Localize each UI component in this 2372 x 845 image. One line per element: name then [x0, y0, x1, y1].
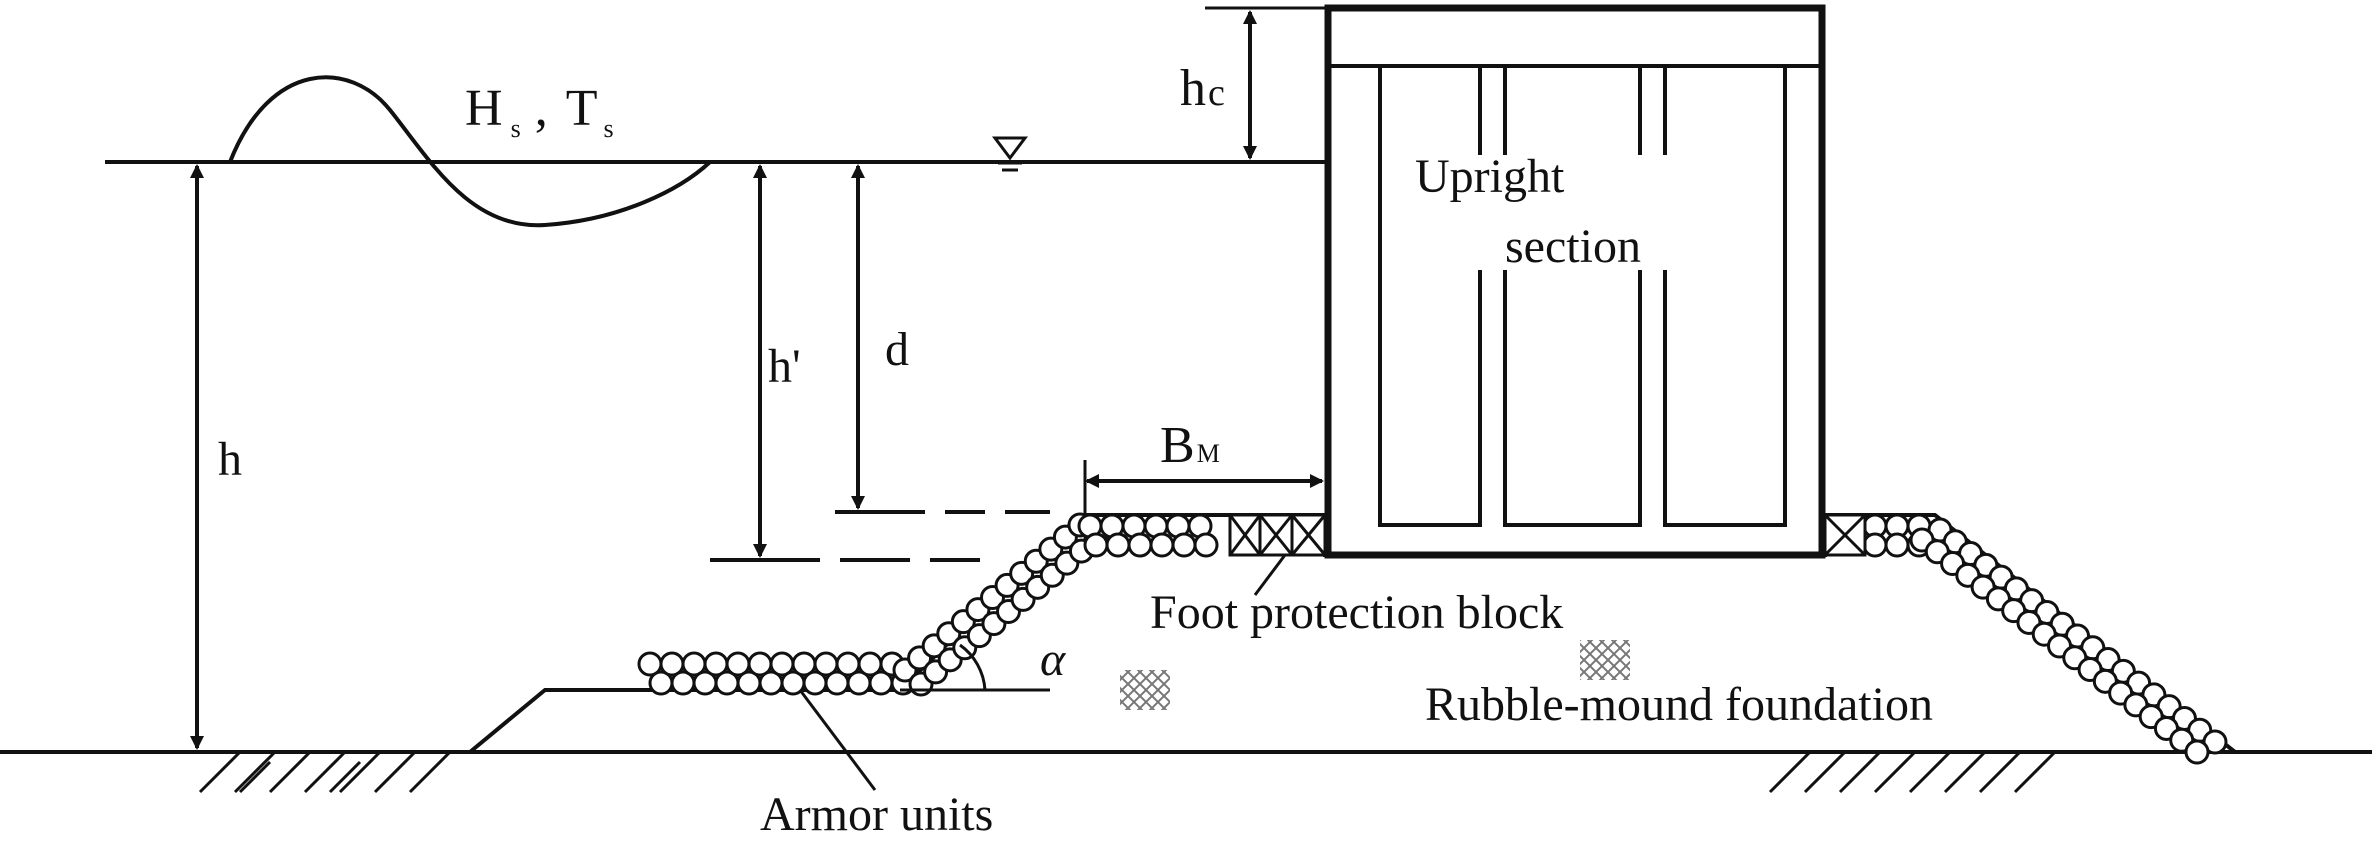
dimension-h-prime-label: h'	[768, 340, 801, 393]
wave-curve	[228, 75, 712, 228]
dimension-bm-label: BM	[1160, 417, 1220, 474]
foot-protection-block-right	[1823, 513, 1867, 557]
armor-unit	[1884, 532, 1910, 558]
foot-protection-label: Foot protection block	[1150, 586, 1563, 639]
dimension-hc-label: hc	[1180, 60, 1225, 117]
rubble-mound-label: Rubble-mound foundation	[1425, 678, 1933, 731]
upright-caisson	[1324, 4, 1826, 559]
stone-texture-1	[1120, 670, 1170, 710]
armor-unit	[1083, 532, 1109, 558]
seabed-hatching-left	[198, 750, 452, 794]
armor-units-label: Armor units	[760, 788, 993, 841]
armor-unit	[1193, 532, 1219, 558]
upright-section-label-2: section	[1505, 220, 1641, 273]
armor-units-right-slope	[1862, 513, 2228, 765]
water-level-symbol-icon	[992, 136, 1028, 172]
foot-protection-block-left	[1228, 513, 1327, 557]
armor-unit	[1862, 532, 1888, 558]
armor-unit	[1171, 532, 1197, 558]
stone-texture-2	[1580, 640, 1630, 680]
armor-unit	[1105, 532, 1131, 558]
seabed-hatching-right	[1768, 750, 2057, 794]
foot-block-leader	[1253, 554, 1287, 596]
armor-leader	[798, 689, 877, 791]
armor-unit	[1149, 532, 1175, 558]
slope-angle-arc	[959, 643, 987, 691]
armor-units-crest	[1077, 513, 1219, 558]
dimension-d-label: d	[885, 323, 909, 376]
alpha-label: α	[1040, 633, 1066, 686]
armor-unit	[2184, 739, 2210, 765]
upright-section-label-1: Upright	[1415, 150, 1565, 203]
armor-units-left-slope	[892, 512, 1109, 697]
armor-units-toe	[637, 651, 916, 696]
armor-unit	[1127, 532, 1153, 558]
dimension-h-label: h	[218, 433, 242, 486]
rubble-crest-lines	[710, 510, 1050, 562]
